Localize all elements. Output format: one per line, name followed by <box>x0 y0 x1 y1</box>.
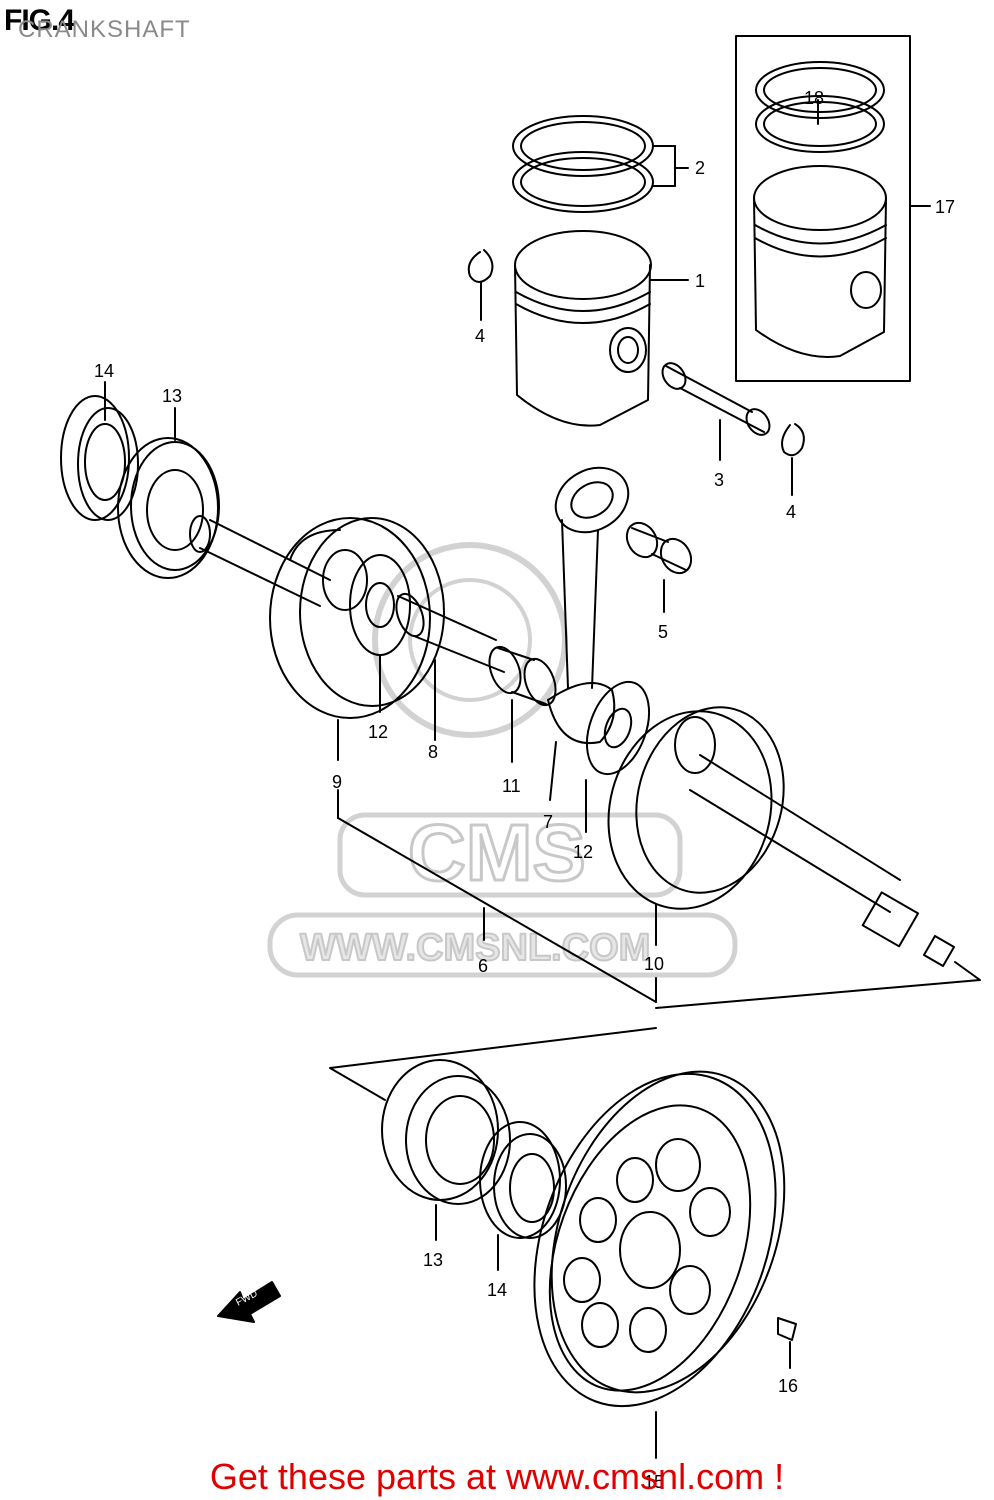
callout-14: 14 <box>94 361 114 381</box>
callout-12: 12 <box>368 722 388 742</box>
watermark-brand: CMS <box>408 808 586 897</box>
piston-kit-box <box>735 35 931 382</box>
piston-rings <box>512 115 689 213</box>
crankshaft-left <box>189 515 445 761</box>
oil-seal-right <box>479 1121 567 1271</box>
callout-11: 11 <box>502 776 521 796</box>
callout-13: 13 <box>423 1250 443 1270</box>
callout-12: 12 <box>573 842 593 862</box>
connecting-rod <box>547 466 630 801</box>
watermark-logo <box>267 542 738 978</box>
thrust-washer <box>585 680 651 833</box>
callout-2: 2 <box>695 158 705 178</box>
piston-pin-circlip <box>467 249 494 321</box>
figure-number: FIG.4 <box>4 4 75 37</box>
crankshaft-assy-bracket <box>337 789 657 1003</box>
crank-pin-bearing <box>488 645 557 763</box>
callout-4: 4 <box>786 502 796 522</box>
callout-4: 4 <box>475 326 485 346</box>
callout-13: 13 <box>162 386 182 406</box>
fwd-arrow-icon <box>217 1281 281 1323</box>
callout-1: 1 <box>695 271 705 291</box>
callout-5: 5 <box>658 622 668 642</box>
crank-pin <box>395 592 505 741</box>
callout-17: 17 <box>935 197 955 217</box>
callout-8: 8 <box>428 742 438 762</box>
callout-3: 3 <box>714 470 724 490</box>
callout-6: 6 <box>478 956 488 976</box>
piston <box>514 230 689 427</box>
thrust-washer <box>349 554 411 713</box>
woodruff-key <box>777 1317 797 1369</box>
callout-10: 10 <box>644 954 664 974</box>
figure-title: CRANKSHAFT <box>18 16 191 43</box>
crankshaft-right <box>607 706 956 968</box>
callout-7: 7 <box>543 812 553 832</box>
watermark-url: WWW.CMSNL.COM <box>300 927 650 969</box>
callout-15: 15 <box>644 1472 664 1492</box>
crankshaft-bearing-left <box>117 407 220 579</box>
primary-drive-gear <box>533 1070 786 1459</box>
piston-pin-circlip <box>781 423 805 496</box>
callout-18: 18 <box>804 88 824 108</box>
oil-seal-left <box>60 381 139 521</box>
needle-bearing <box>625 521 693 613</box>
section-divider <box>329 961 981 1101</box>
footer-promo-link[interactable]: Get these parts at www.cmsnl.com ! <box>209 1456 785 1497</box>
crankshaft-bearing-right <box>381 1059 511 1241</box>
callout-14: 14 <box>487 1280 507 1300</box>
callout-16: 16 <box>778 1376 798 1396</box>
callout-9: 9 <box>332 772 342 792</box>
piston-pin <box>661 362 771 461</box>
